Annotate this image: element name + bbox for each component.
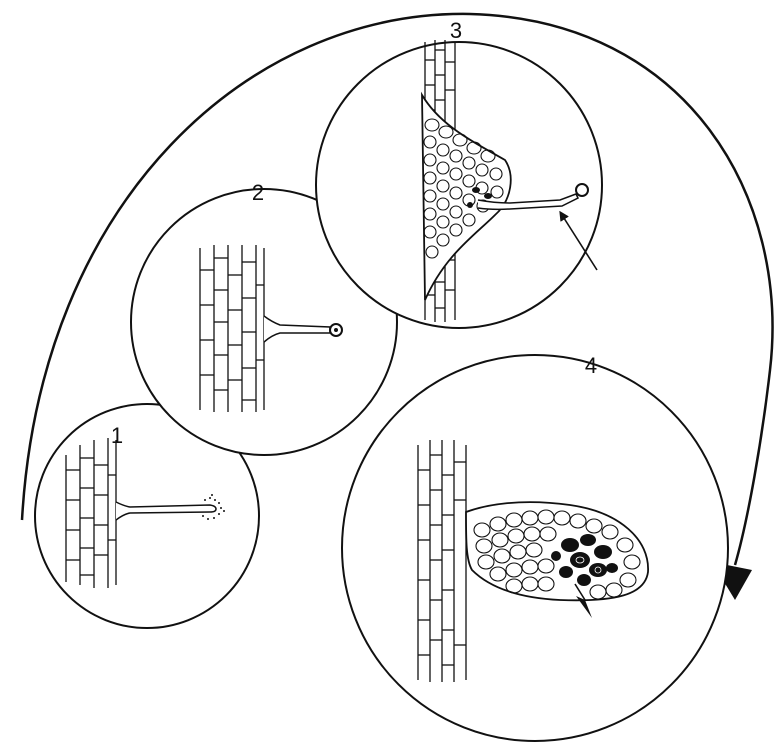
stage-3-hyphal-tip: [576, 184, 588, 196]
stage-2-label: 2: [252, 180, 264, 205]
stage-3-label: 3: [450, 18, 462, 43]
stage-1-label: 1: [111, 423, 123, 448]
stage-3-panel: [316, 40, 602, 328]
stage-4-label: 4: [585, 353, 597, 378]
stage-4-panel: [342, 355, 728, 741]
